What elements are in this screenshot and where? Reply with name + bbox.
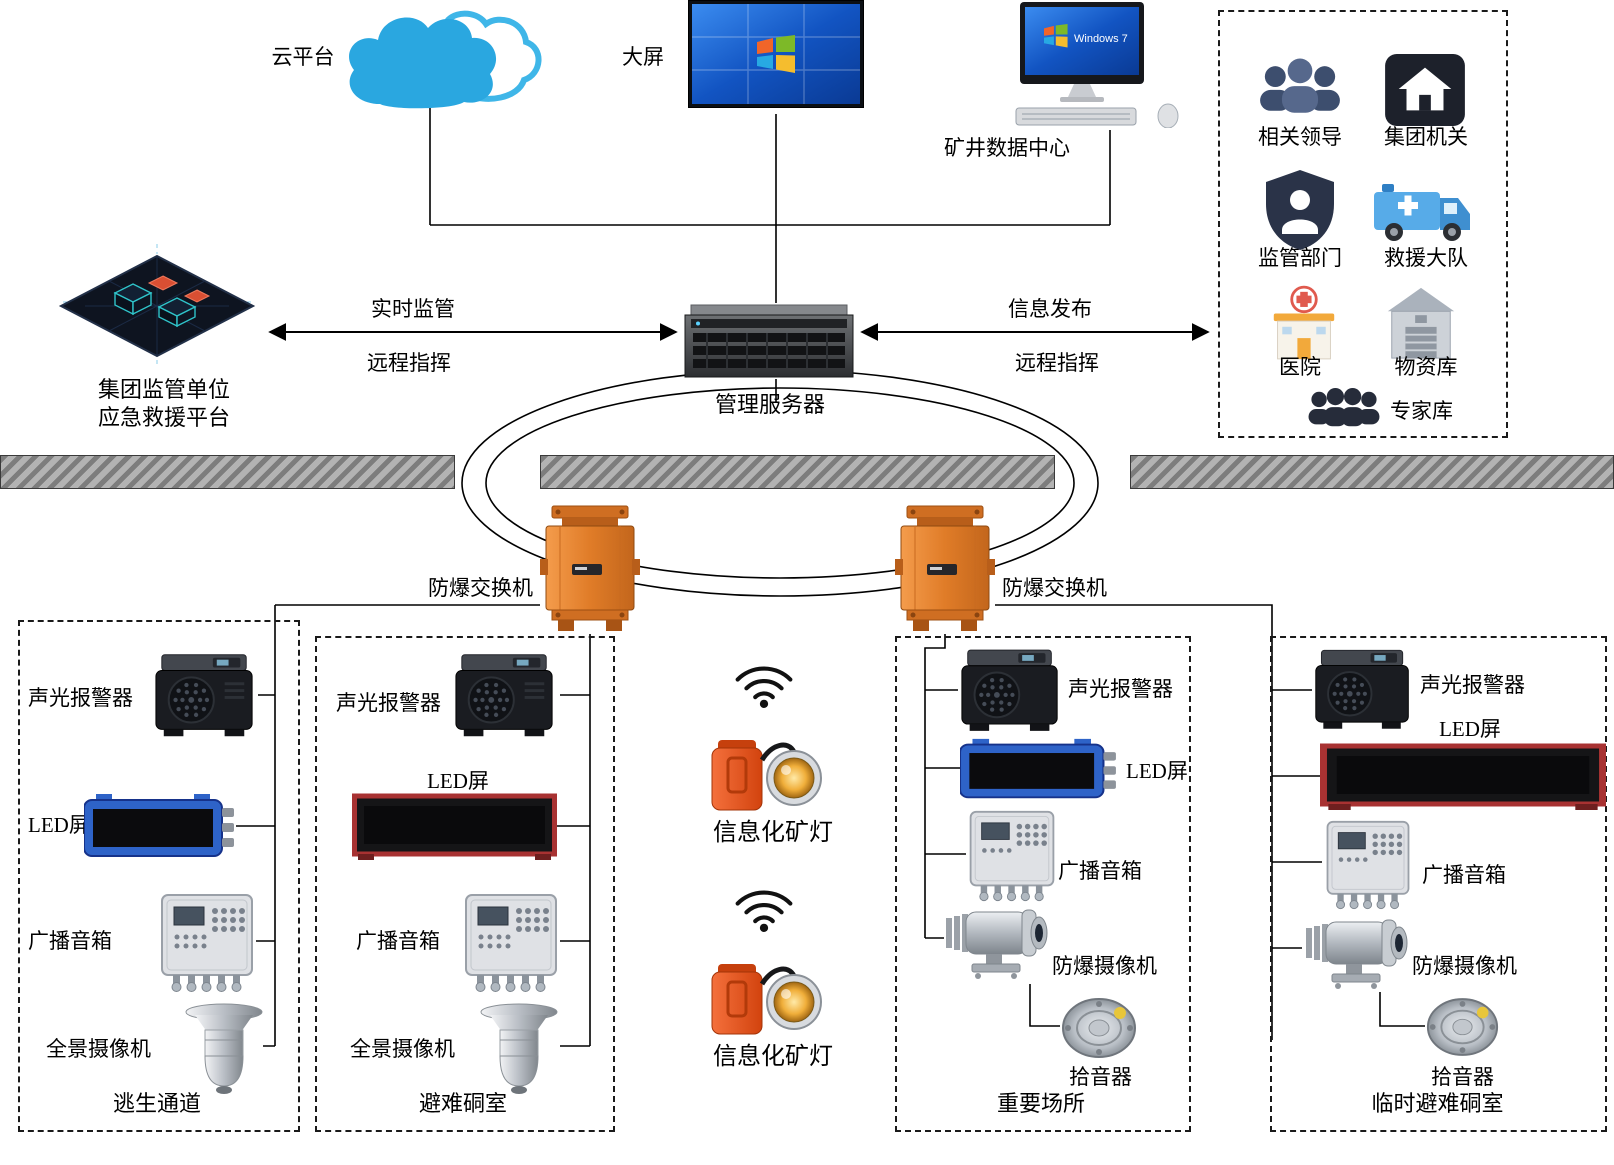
strata-bar-center <box>540 455 1055 489</box>
strata-bar-right <box>1130 455 1614 489</box>
cloud-icon <box>332 2 557 114</box>
leaders-icon <box>1254 50 1346 126</box>
z2-alarm-icon <box>452 652 558 740</box>
strata-bar-left <box>0 455 455 489</box>
switch-right-icon <box>895 504 995 634</box>
z3-alarm-label: 声光报警器 <box>1068 677 1173 701</box>
platform-label-line2: 应急救援平台 <box>97 404 230 430</box>
z3-camera-label: 防爆摄像机 <box>1052 954 1157 978</box>
z4-camera-label: 防爆摄像机 <box>1412 954 1517 978</box>
z4-pickup-label: 拾音器 <box>1431 1065 1494 1089</box>
wifi-icon-2 <box>722 872 806 932</box>
platform-label: 集团监管单位 应急救援平台 <box>68 376 260 431</box>
z1-speaker-icon <box>158 893 256 993</box>
z2-alarm-label: 声光报警器 <box>336 691 441 715</box>
z2-speaker-label: 广播音箱 <box>356 929 440 953</box>
z3-speaker-icon <box>966 810 1058 902</box>
zone-escape-route <box>18 620 300 1132</box>
zone-key-site <box>895 636 1191 1132</box>
z4-led-screen <box>1320 742 1606 812</box>
big-screen-icon <box>688 0 864 114</box>
z2-led-screen <box>352 792 557 862</box>
z1-speaker-label: 广播音箱 <box>28 929 112 953</box>
rescue-label: 救援大队 <box>1384 246 1468 270</box>
z2-panoramic-camera-icon <box>478 1002 560 1098</box>
stakeholder-panel: 相关领导 集团机关 监管部门 <box>1218 10 1508 438</box>
z4-title: 临时避难硐室 <box>1371 1091 1504 1116</box>
z3-pickup-label: 拾音器 <box>1069 1065 1132 1089</box>
z2-camera-label: 全景摄像机 <box>350 1037 455 1061</box>
z4-alarm-icon <box>1312 648 1414 732</box>
platform-icon <box>55 242 260 367</box>
cloud-label: 云平台 <box>271 45 335 69</box>
wifi-icon-1 <box>722 648 806 708</box>
z1-camera-label: 全景摄像机 <box>46 1037 151 1061</box>
supervision-label: 监管部门 <box>1258 246 1342 270</box>
right-link-bottom-label: 远程指挥 <box>1015 351 1099 375</box>
z1-title: 逃生通道 <box>112 1091 201 1116</box>
datacenter-icon: Windows 7 <box>1012 2 1190 128</box>
switch-right-label: 防爆交换机 <box>1002 576 1107 600</box>
warehouse-label: 物资库 <box>1394 355 1458 379</box>
z4-explosion-proof-camera-icon <box>1302 906 1414 994</box>
z1-led-label: LED屏 <box>28 813 90 837</box>
z3-pickup-icon <box>1060 996 1138 1060</box>
z3-title: 重要场所 <box>996 1091 1085 1116</box>
rescue-ambulance-icon <box>1372 174 1474 252</box>
z3-speaker-label: 广播音箱 <box>1058 859 1142 883</box>
z4-speaker-icon <box>1322 820 1414 910</box>
hospital-icon <box>1270 284 1338 362</box>
hospital-label: 医院 <box>1279 355 1321 379</box>
big-screen-label: 大屏 <box>622 45 664 69</box>
org-label: 集团机关 <box>1384 125 1468 149</box>
org-building-icon <box>1384 54 1466 126</box>
switch-left-icon <box>540 504 640 634</box>
platform-label-line1: 集团监管单位 <box>97 377 230 402</box>
z2-speaker-icon <box>462 893 560 993</box>
z2-title: 避难硐室 <box>418 1091 507 1116</box>
z4-led-label: LED屏 <box>1439 717 1501 741</box>
experts-icon <box>1305 387 1383 433</box>
server-label: 管理服务器 <box>714 392 825 417</box>
z1-alarm-icon <box>152 652 258 740</box>
z2-led-label: LED屏 <box>427 769 489 793</box>
z3-explosion-proof-camera-icon <box>942 896 1054 984</box>
datacenter-label: 矿井数据中心 <box>944 136 1070 160</box>
z4-speaker-label: 广播音箱 <box>1422 863 1506 887</box>
switch-left-label: 防爆交换机 <box>428 576 533 600</box>
z3-led-screen <box>960 737 1118 803</box>
warehouse-icon <box>1385 284 1457 362</box>
z1-panoramic-camera-icon <box>183 1002 265 1098</box>
server-icon <box>683 303 855 379</box>
leaders-label: 相关领导 <box>1258 125 1342 149</box>
z3-alarm-icon <box>958 648 1063 734</box>
left-link-bottom-label: 远程指挥 <box>367 351 451 375</box>
mine-lamp-icon-2 <box>706 950 824 1042</box>
desktop-screen-text: Windows 7 <box>1074 33 1128 45</box>
lamp-label-2: 信息化矿灯 <box>713 1044 833 1070</box>
z3-led-label: LED屏 <box>1126 759 1188 783</box>
lamp-label-1: 信息化矿灯 <box>713 820 833 846</box>
zone-temp-refuge <box>1270 636 1607 1132</box>
mine-lamp-icon-1 <box>706 726 824 818</box>
experts-label: 专家库 <box>1390 399 1453 423</box>
z1-alarm-label: 声光报警器 <box>28 686 133 710</box>
z4-alarm-label: 声光报警器 <box>1420 673 1525 697</box>
left-link-top-label: 实时监管 <box>371 297 455 321</box>
right-link-top-label: 信息发布 <box>1008 297 1092 321</box>
zone-refuge-chamber <box>315 636 615 1132</box>
supervision-shield-icon <box>1262 168 1338 252</box>
z4-pickup-icon <box>1425 996 1500 1058</box>
z1-led-screen <box>84 792 236 862</box>
